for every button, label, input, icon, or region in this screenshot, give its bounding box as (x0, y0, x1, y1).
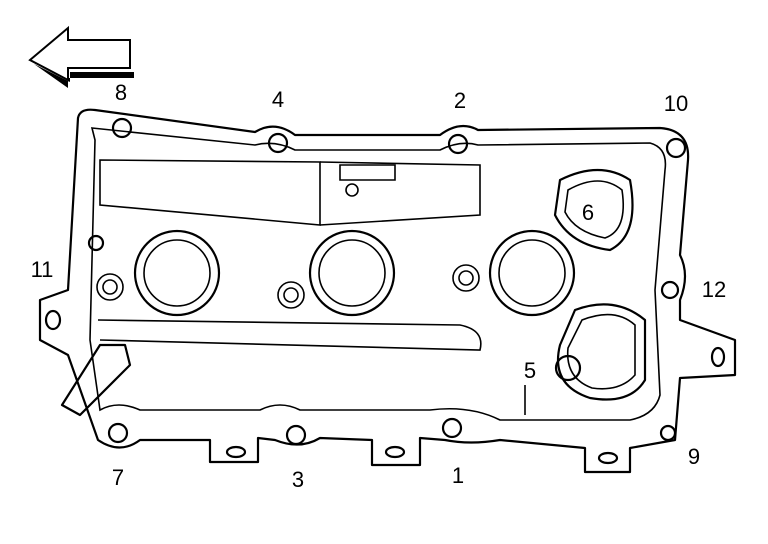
bolt-label-3: 3 (291, 467, 305, 492)
bolt-label-7: 7 (111, 465, 125, 490)
bolt-label-8: 8 (114, 80, 128, 105)
bolt-label-10: 10 (663, 91, 689, 116)
bolt-label-11: 11 (30, 257, 54, 282)
bolt-holes (44, 117, 726, 465)
bolt-label-9: 9 (687, 444, 701, 469)
bolt-label-2: 2 (453, 88, 467, 113)
bolt-label-6: 6 (581, 200, 595, 225)
plug-bores (96, 229, 576, 317)
left-arrow-icon (28, 25, 134, 88)
bolt-label-4: 4 (271, 87, 285, 112)
bolt-label-12: 12 (701, 277, 727, 302)
bolt-label-5: 5 (523, 358, 537, 383)
bolt-label-1: 1 (451, 463, 465, 488)
cover-outline (38, 108, 737, 474)
